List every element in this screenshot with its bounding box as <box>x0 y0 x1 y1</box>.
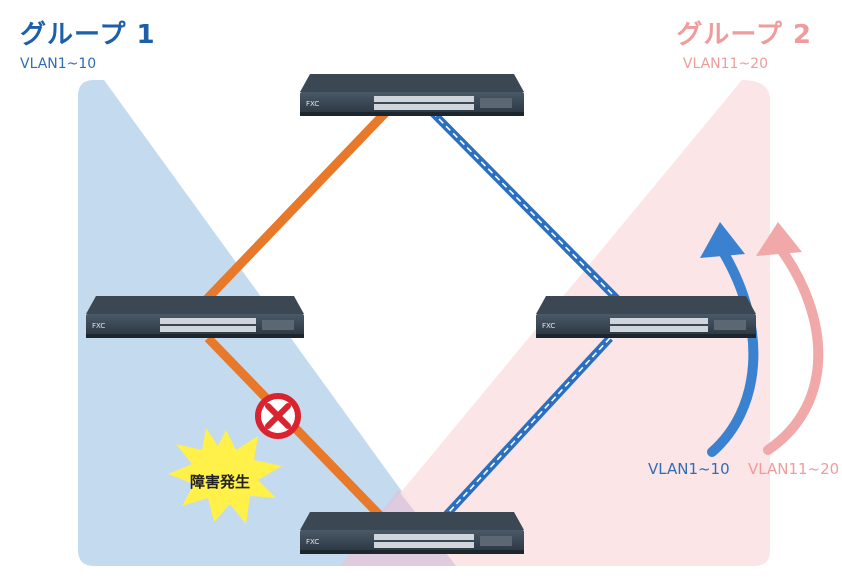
group2-title: グループ 2 <box>676 20 812 50</box>
link-top-left <box>202 106 392 304</box>
vlan1-10-arrow-label: VLAN1~10 <box>648 460 730 478</box>
link-left-bottom <box>204 334 398 534</box>
switch-logo: FXC <box>306 100 319 108</box>
switch-logo: FXC <box>306 538 319 546</box>
group1-vlan-label: VLAN1~10 <box>20 56 97 72</box>
switch-logo: FXC <box>542 322 555 330</box>
group1-title: グループ 1 <box>20 20 156 50</box>
switch-bottom: FXC <box>300 512 524 554</box>
switch-logo: FXC <box>92 322 105 330</box>
switch-right: FXC <box>536 296 756 338</box>
fault-label: 障害発生 <box>190 473 251 491</box>
failure-x-icon <box>255 393 301 439</box>
fault-burst-icon <box>168 428 282 524</box>
vlan11-20-path-arrow <box>756 222 824 455</box>
switch-top: FXC <box>300 74 524 116</box>
vlan1-10-path-arrow <box>700 222 759 457</box>
link-right-bottom <box>433 335 613 529</box>
switch-left: FXC <box>86 296 304 338</box>
group2-vlan-label: VLAN11~20 <box>682 56 768 72</box>
vlan11-20-arrow-label: VLAN11~20 <box>748 460 840 478</box>
link-top-right <box>429 109 621 303</box>
